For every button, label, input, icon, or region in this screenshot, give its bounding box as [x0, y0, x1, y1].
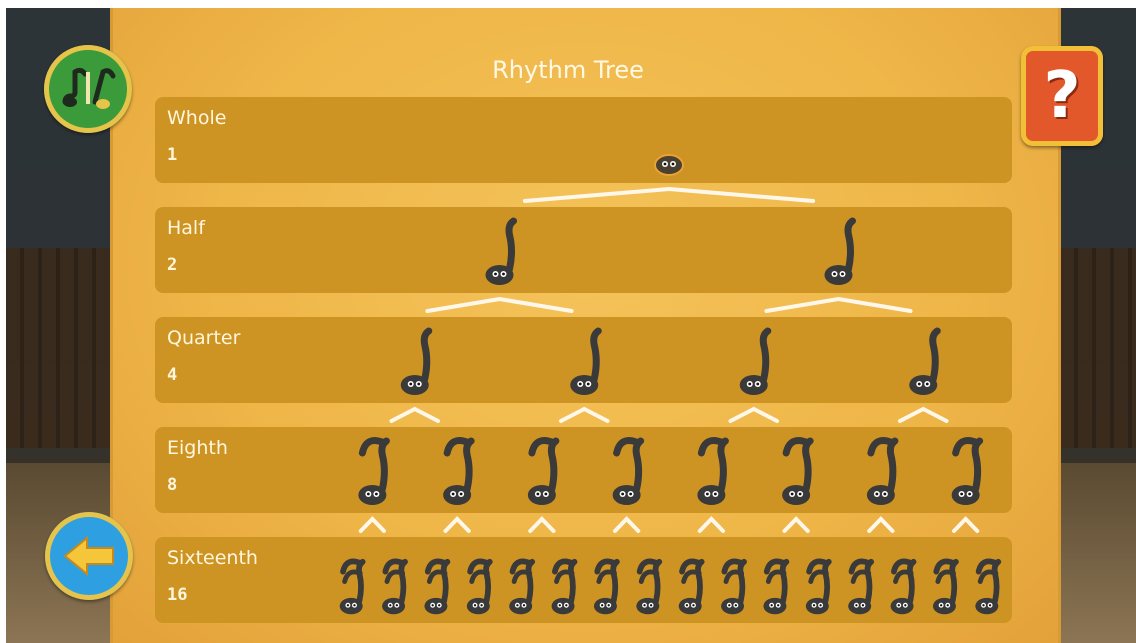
- row-count: 4: [167, 365, 178, 385]
- back-button[interactable]: [45, 512, 133, 600]
- row-eighth: Eighth 8: [155, 427, 1012, 513]
- arrow-left-icon: [63, 535, 114, 577]
- row-name: Quarter: [167, 327, 241, 349]
- row-count: 16: [167, 585, 188, 605]
- question-icon: ?: [1043, 59, 1081, 133]
- row-whole: Whole 1: [155, 97, 1012, 183]
- help-button[interactable]: ?: [1021, 46, 1103, 146]
- row-quarter: Quarter 4: [155, 317, 1012, 403]
- notes-toggle-button[interactable]: [44, 45, 132, 133]
- fence-left: [6, 248, 126, 448]
- row-count: 1: [167, 145, 178, 165]
- row-name: Eighth: [167, 437, 228, 459]
- row-count: 8: [167, 475, 178, 495]
- row-name: Sixteenth: [167, 547, 258, 569]
- row-count: 2: [167, 255, 178, 275]
- row-name: Half: [167, 217, 205, 239]
- row-half: Half 2: [155, 207, 1012, 293]
- music-notes-icon: [62, 67, 116, 109]
- row-sixteenth: Sixteenth 16: [155, 537, 1012, 623]
- page-title: Rhythm Tree: [492, 56, 644, 84]
- row-name: Whole: [167, 107, 227, 129]
